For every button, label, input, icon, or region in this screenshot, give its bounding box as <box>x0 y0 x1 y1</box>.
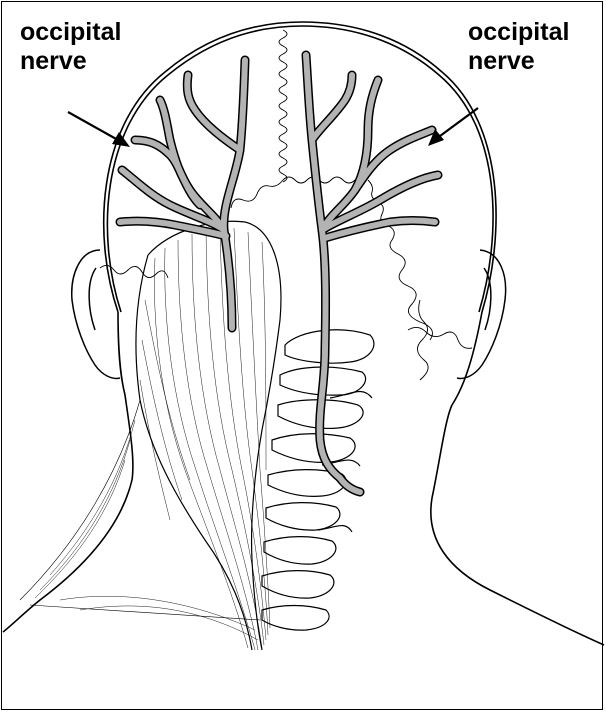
cervical-vertebrae <box>262 330 374 630</box>
label-occipital-nerve-right: occipital nerve <box>468 18 569 76</box>
label-left-line1: occipital <box>20 18 121 47</box>
skull-sutures <box>100 30 472 380</box>
arrow-right <box>428 108 478 146</box>
label-right-line2: nerve <box>468 47 569 76</box>
label-right-line1: occipital <box>468 18 569 47</box>
arrow-left <box>68 112 130 147</box>
head-outline <box>3 22 604 645</box>
ear-left <box>72 250 120 378</box>
label-occipital-nerve-left: occipital nerve <box>20 18 121 76</box>
label-left-line2: nerve <box>20 47 121 76</box>
occipital-nerve-right <box>306 55 438 492</box>
